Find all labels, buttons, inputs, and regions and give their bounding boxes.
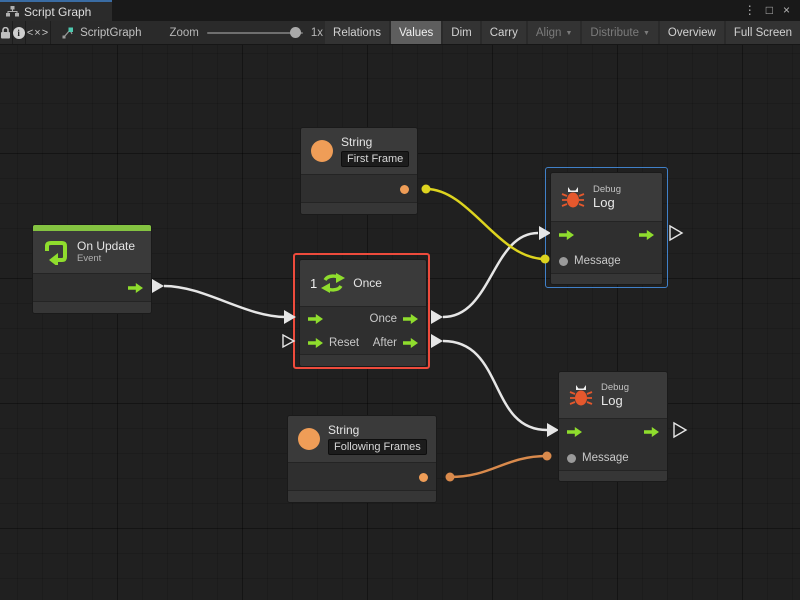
node-debug-log-bottom[interactable]: Debug Log Message	[558, 371, 668, 482]
message-input-port[interactable]	[559, 256, 568, 266]
after-output-port[interactable]	[403, 338, 418, 348]
flow-input-port[interactable]	[567, 427, 582, 437]
on-update-loop-icon	[45, 241, 67, 265]
string-value-field[interactable]: First Frame	[341, 151, 410, 167]
overview-button[interactable]: Overview	[659, 21, 724, 44]
reset-input-port[interactable]	[308, 338, 323, 348]
node-footer	[300, 354, 426, 366]
node-footer	[559, 470, 667, 481]
node-footer	[33, 301, 151, 313]
string-output-port[interactable]	[400, 184, 409, 194]
node-title: String	[341, 135, 373, 149]
once-count-badge: 1	[310, 275, 318, 291]
flow-input-port[interactable]	[559, 230, 574, 240]
dim-button[interactable]: Dim	[443, 21, 480, 44]
string-output-port[interactable]	[419, 472, 428, 482]
node-category: Debug	[593, 184, 621, 195]
zoom-slider[interactable]	[206, 26, 303, 38]
info-button[interactable]: i	[12, 21, 26, 44]
lock-icon	[1, 26, 11, 38]
chevron-down-icon: ▼	[642, 30, 650, 37]
tab-title: Script Graph	[24, 4, 92, 19]
string-type-icon	[298, 428, 320, 450]
node-debug-log-top[interactable]: Debug Log Message	[550, 172, 663, 285]
info-icon: i	[12, 26, 25, 39]
node-title: On Update	[77, 239, 136, 253]
node-title: Log	[593, 195, 615, 210]
title-bar: Script Graph ⋮ □ ×	[0, 0, 800, 21]
port-label-message: Message	[574, 255, 621, 267]
graph-asset-label: ScriptGraph	[80, 26, 142, 39]
zoom-slider-handle[interactable]	[289, 26, 301, 38]
node-title: String	[328, 423, 360, 437]
close-icon[interactable]: ×	[782, 3, 790, 17]
port-label-reset: Reset	[329, 337, 360, 349]
zoom-control: Zoom 1x	[155, 21, 323, 44]
node-string-first[interactable]: String First Frame	[300, 127, 418, 215]
string-type-icon	[311, 140, 333, 162]
node-string-following[interactable]: String Following Frames	[287, 415, 437, 503]
script-graph-asset-icon	[62, 27, 74, 39]
flow-output-port[interactable]	[128, 283, 143, 293]
node-subtitle: Event	[77, 253, 102, 264]
bug-icon	[569, 385, 593, 406]
edit-source-button[interactable]: <×>	[26, 21, 52, 44]
once-cycle-icon	[321, 273, 346, 293]
chevron-down-icon: ▼	[565, 30, 573, 37]
once-output-port[interactable]	[403, 314, 418, 324]
node-once[interactable]: 1 Once Once Reset After	[299, 259, 427, 367]
node-footer	[288, 490, 436, 502]
node-title: Once	[353, 276, 382, 290]
graph-icon	[6, 6, 19, 17]
node-footer	[551, 273, 662, 284]
window-controls: ⋮ □ ×	[744, 0, 800, 21]
port-label-message: Message	[582, 452, 629, 464]
node-category: Debug	[601, 382, 629, 393]
node-footer	[301, 202, 417, 214]
code-icon: <×>	[26, 26, 50, 39]
event-accent-bar	[33, 225, 151, 231]
port-label-once: Once	[369, 313, 398, 325]
flow-input-port[interactable]	[308, 314, 323, 324]
node-on-update[interactable]: On Update Event	[32, 224, 152, 314]
port-label-after: After	[372, 337, 397, 349]
zoom-value: 1x	[310, 26, 324, 39]
relations-button[interactable]: Relations	[325, 21, 389, 44]
carry-button[interactable]: Carry	[481, 21, 526, 44]
maximize-icon[interactable]: □	[765, 3, 773, 17]
window-menu-icon[interactable]: ⋮	[743, 3, 756, 17]
node-title: Log	[601, 393, 623, 408]
tab-script-graph[interactable]: Script Graph	[0, 0, 112, 21]
lock-button[interactable]	[0, 21, 13, 44]
flow-output-port[interactable]	[639, 230, 654, 240]
string-value-field[interactable]: Following Frames	[328, 439, 427, 455]
align-button[interactable]: Align▼	[527, 21, 581, 44]
zoom-label: Zoom	[169, 26, 199, 39]
bug-icon	[561, 187, 585, 208]
flow-output-port[interactable]	[644, 427, 659, 437]
graph-asset-button[interactable]: ScriptGraph	[51, 21, 155, 44]
graph-toolbar: i <×> ScriptGraph Zoom 1x Relations Valu…	[0, 21, 800, 45]
message-input-port[interactable]	[567, 453, 576, 463]
toolbar-buttons: Relations Values Dim Carry Align▼ Distri…	[323, 21, 800, 44]
full-screen-button[interactable]: Full Screen	[725, 21, 800, 44]
distribute-button[interactable]: Distribute▼	[582, 21, 658, 44]
values-button[interactable]: Values	[390, 21, 442, 44]
